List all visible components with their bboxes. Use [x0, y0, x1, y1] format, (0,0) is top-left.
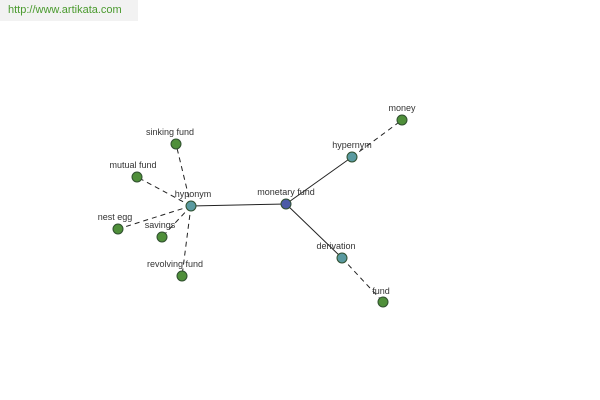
- node-label-sinking-fund: sinking fund: [146, 127, 194, 137]
- edge-monetary-fund-to-hyponym: [190, 203, 287, 207]
- node-circle-fund[interactable]: [377, 296, 389, 308]
- node-label-hyponym: hyponym: [175, 189, 212, 199]
- node-sinking-fund[interactable]: sinking fund: [146, 127, 194, 150]
- node-label-derivation: derivation: [316, 241, 355, 251]
- edges-layer: [117, 119, 403, 303]
- node-label-hypernym: hypernym: [332, 140, 372, 150]
- edge-monetary-fund-to-derivation: [285, 203, 343, 259]
- node-label-savings: savings: [145, 220, 176, 230]
- node-circle-revolving-fund[interactable]: [176, 270, 188, 282]
- node-circle-sinking-fund[interactable]: [170, 138, 182, 150]
- node-label-fund: fund: [372, 286, 390, 296]
- edge-derivation-to-fund: [341, 257, 384, 303]
- node-circle-savings[interactable]: [156, 231, 168, 243]
- node-circle-monetary-fund[interactable]: [280, 198, 292, 210]
- node-label-money: money: [388, 103, 416, 113]
- node-circle-hypernym[interactable]: [346, 151, 358, 163]
- node-label-monetary-fund: monetary fund: [257, 187, 315, 197]
- edge-monetary-fund-to-hypernym: [285, 156, 353, 205]
- node-derivation[interactable]: derivation: [316, 241, 356, 264]
- node-circle-mutual-fund[interactable]: [131, 171, 143, 183]
- node-label-nest-egg: nest egg: [98, 212, 133, 222]
- node-fund[interactable]: fund: [372, 286, 390, 308]
- node-revolving-fund[interactable]: revolving fund: [147, 259, 203, 282]
- node-savings[interactable]: savings: [145, 220, 176, 243]
- node-circle-money[interactable]: [396, 114, 408, 126]
- edge-hyponym-to-revolving-fund: [181, 205, 192, 277]
- node-mutual-fund[interactable]: mutual fund: [109, 160, 157, 183]
- node-money[interactable]: money: [388, 103, 416, 126]
- node-nest-egg[interactable]: nest egg: [98, 212, 133, 235]
- node-circle-nest-egg[interactable]: [112, 223, 124, 235]
- edge-hyponym-to-mutual-fund: [136, 176, 192, 207]
- site-url-link[interactable]: http://www.artikata.com: [0, 0, 138, 21]
- nodes-layer: monetary fund hyponym hypernym derivation mo…: [98, 103, 416, 308]
- edge-hyponym-to-savings: [161, 205, 192, 238]
- node-circle-hyponym[interactable]: [185, 200, 197, 212]
- edge-hypernym-to-money: [351, 119, 403, 158]
- node-hypernym[interactable]: hypernym: [332, 140, 372, 163]
- node-hyponym[interactable]: hyponym: [175, 189, 212, 212]
- node-monetary-fund[interactable]: monetary fund: [257, 187, 315, 210]
- edge-hyponym-to-sinking-fund: [175, 143, 192, 207]
- edge-hyponym-to-nest-egg: [117, 205, 192, 230]
- node-circle-derivation[interactable]: [336, 252, 348, 264]
- node-label-mutual-fund: mutual fund: [109, 160, 156, 170]
- node-label-revolving-fund: revolving fund: [147, 259, 203, 269]
